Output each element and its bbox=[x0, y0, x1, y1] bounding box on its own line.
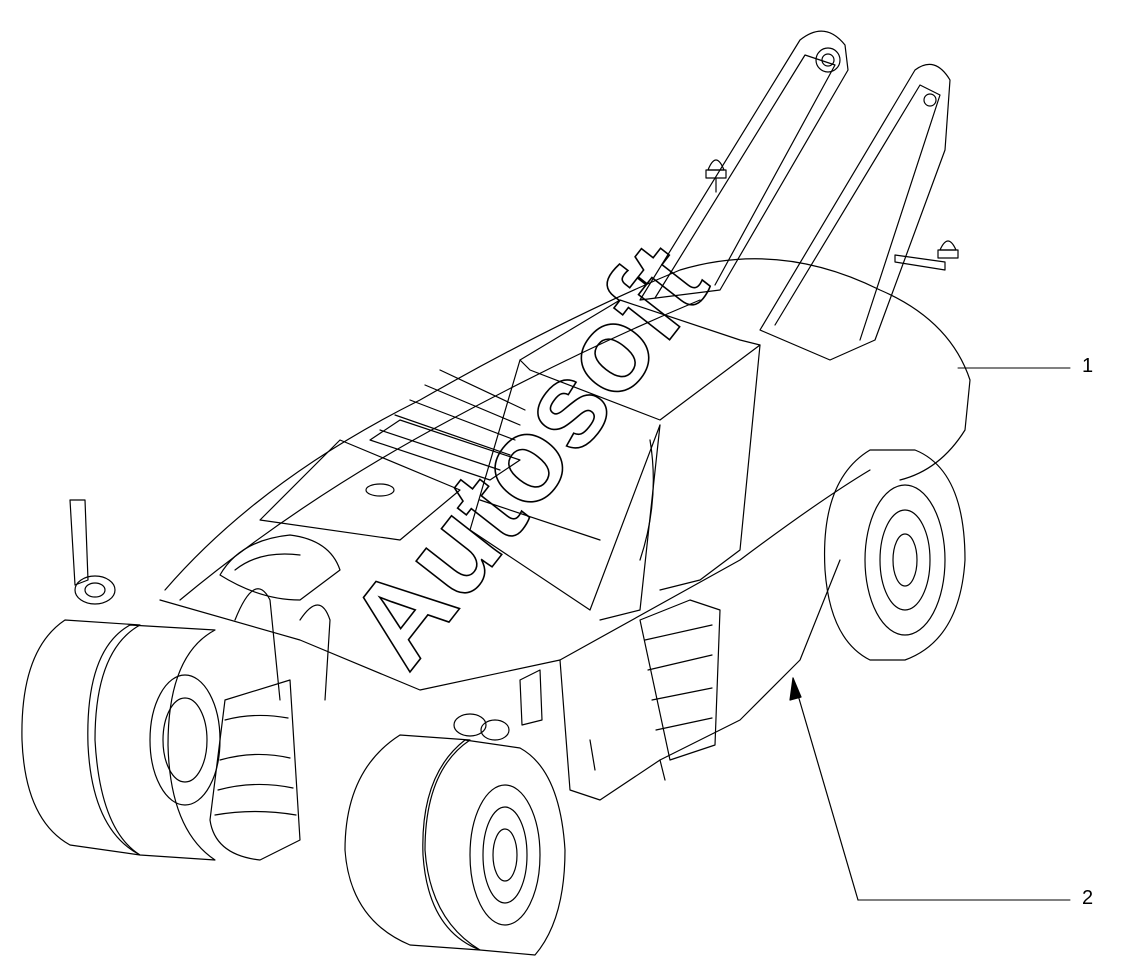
rear-ladder bbox=[209, 588, 331, 861]
center-cab-tower bbox=[469, 299, 761, 621]
rear-lamp-right bbox=[453, 669, 543, 741]
callout-number-2: 2 bbox=[1082, 887, 1094, 909]
watermark-text: Autosoft bbox=[323, 219, 732, 690]
rear-left-tyres bbox=[21, 619, 221, 861]
right-side-wheel bbox=[823, 449, 966, 661]
left-boom-arm bbox=[639, 30, 849, 301]
side-step-ladder bbox=[639, 599, 721, 761]
engine-hood-grille bbox=[259, 369, 526, 541]
watermark: Autosoft bbox=[322, 218, 733, 691]
rear-lamp-left bbox=[69, 499, 116, 605]
leader-line-2 bbox=[789, 677, 1071, 901]
beacon-lamp-right bbox=[894, 240, 959, 271]
right-boom-arm bbox=[759, 63, 951, 361]
front-tyres bbox=[344, 734, 566, 956]
air-intake bbox=[219, 534, 341, 601]
beacon-lamp-left bbox=[705, 159, 727, 193]
chassis-body bbox=[159, 258, 971, 801]
callout-number-1: 1 bbox=[1082, 355, 1094, 377]
